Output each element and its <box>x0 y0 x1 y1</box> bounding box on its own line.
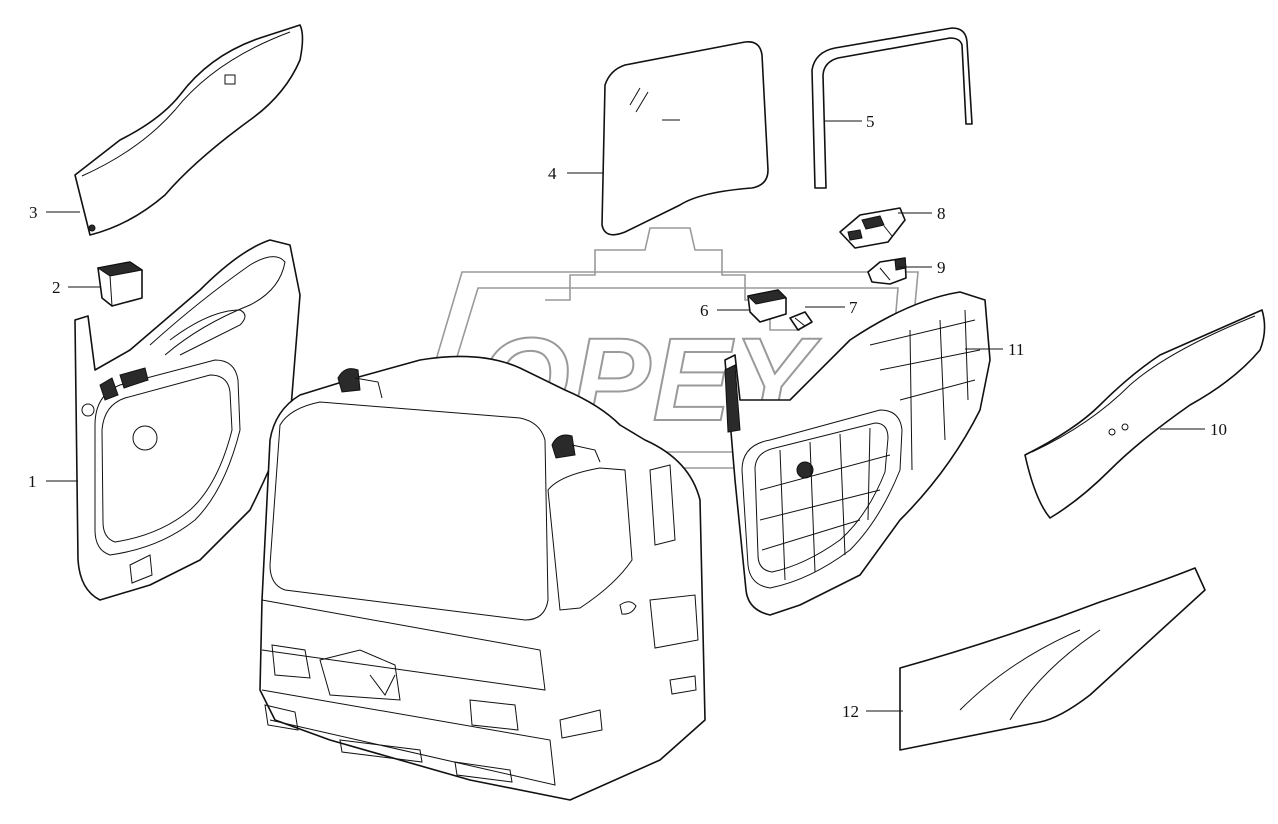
callout-2: 2 <box>52 278 61 297</box>
part-2-cup-holder <box>96 261 144 307</box>
part-11-right-door-panel <box>724 291 991 616</box>
callout-12: 12 <box>842 702 859 721</box>
callout-4: 4 <box>548 164 557 183</box>
part-3-door-trim-strip <box>74 24 304 236</box>
callout-7: 7 <box>849 298 858 317</box>
part-10-right-trim-strip <box>1024 309 1266 519</box>
callout-labels: 1 2 3 4 5 6 7 8 9 10 11 12 <box>28 112 1227 721</box>
callout-3: 3 <box>29 203 38 222</box>
truck-cab-assembly <box>259 355 706 801</box>
callout-1: 1 <box>28 472 37 491</box>
part-4-door-glass <box>601 40 769 236</box>
callout-9: 9 <box>937 258 946 277</box>
callout-10: 10 <box>1210 420 1227 439</box>
part-12-corner-panel <box>899 567 1206 751</box>
part-7-clip <box>789 311 813 331</box>
callout-8: 8 <box>937 204 946 223</box>
part-6-inner-cup-holder <box>746 289 788 323</box>
part-5-window-run-channel <box>811 27 973 189</box>
part-8-switch-panel <box>839 207 906 249</box>
leader-lines <box>46 120 1205 712</box>
callout-5: 5 <box>866 112 875 131</box>
part-9-bracket <box>867 257 907 285</box>
callout-11: 11 <box>1008 340 1024 359</box>
callout-6: 6 <box>700 301 709 320</box>
